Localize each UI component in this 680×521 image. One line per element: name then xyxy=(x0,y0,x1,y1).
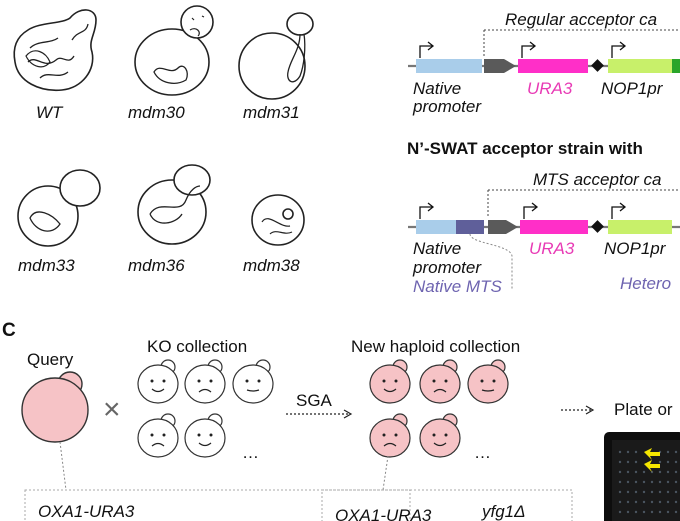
wt-cell-drawing xyxy=(13,9,97,92)
mid-ura3-box xyxy=(520,220,588,234)
mdm33-label: mdm33 xyxy=(18,256,75,275)
mdm38-label: mdm38 xyxy=(243,256,300,275)
haploid-cell-sad xyxy=(419,359,461,404)
panel-c-letter: C xyxy=(2,320,16,341)
mdm30-label: mdm30 xyxy=(128,103,185,122)
mts-acceptor-label: MTS acceptor ca xyxy=(533,170,662,189)
mdm30-cell-drawing xyxy=(134,5,214,96)
haploid-collection-cells xyxy=(369,359,509,458)
query-genotype-label: OXA1-URA3 xyxy=(38,502,135,521)
mid-promoter-arrow-icon xyxy=(419,206,432,219)
nswat-heading: N’-SWAT acceptor strain with xyxy=(407,139,643,158)
mdm31-cell-drawing xyxy=(238,12,314,100)
mid-native-label: Native xyxy=(413,239,461,258)
new-haploid-label: New haploid collection xyxy=(351,337,520,356)
hetero-label: Hetero xyxy=(620,274,671,293)
haploid-cell-neutral xyxy=(467,359,509,404)
mdm31-label: mdm31 xyxy=(243,103,300,122)
top-ura3-label: URA3 xyxy=(527,79,573,98)
native-mts-leader-line xyxy=(469,233,513,290)
top-native-label: Native xyxy=(413,79,461,98)
mid-nop1-arrow-icon xyxy=(611,206,624,219)
mdm36-cell-drawing xyxy=(137,164,211,245)
query-label: Query xyxy=(27,350,74,369)
plate-label: Plate or xyxy=(614,400,673,419)
sga-label: SGA xyxy=(296,391,333,410)
query-yeast-icon xyxy=(21,371,89,443)
mid-promoter-label: promoter xyxy=(412,258,482,277)
ko-cell-neutral xyxy=(232,359,274,404)
ko-collection-cells xyxy=(137,359,274,458)
cross-symbol: × xyxy=(103,393,121,426)
mdm36-label: mdm36 xyxy=(128,256,185,275)
mid-nop1-label: NOP1pr xyxy=(604,239,667,258)
mid-diamond xyxy=(591,220,604,233)
yfg1-label: yfg1Δ xyxy=(481,502,526,521)
mid-native-promoter-box xyxy=(416,220,456,234)
mid-native-mts-box xyxy=(456,220,484,234)
regular-acceptor-label: Regular acceptor ca xyxy=(505,10,657,29)
top-promoter-label: promoter xyxy=(412,97,482,116)
wt-label: WT xyxy=(36,103,64,122)
top-nop1-label: NOP1pr xyxy=(601,79,664,98)
mid-nop1-box xyxy=(608,220,672,234)
haploid-cell-sad-2 xyxy=(369,413,411,458)
haploid-leader-line xyxy=(382,455,389,491)
query-leader-line xyxy=(59,441,67,491)
top-promoter-arrow-icon xyxy=(419,45,432,58)
native-mts-label: Native MTS xyxy=(413,277,502,296)
haploid-cell-happy xyxy=(369,359,411,404)
mdm33-cell-drawing xyxy=(17,169,101,247)
top-ura3-box xyxy=(518,59,588,73)
top-nop1-arrow-icon xyxy=(611,45,624,58)
ko-cell-happy-2 xyxy=(184,413,226,458)
ko-cell-happy xyxy=(137,359,179,404)
top-diamond xyxy=(591,59,604,72)
top-arrow-shape xyxy=(484,59,516,73)
sga-arrowhead-icon xyxy=(343,409,353,419)
ko-collection-label: KO collection xyxy=(147,337,247,356)
top-ura3-arrow-icon xyxy=(521,45,534,58)
plate-arrowhead-icon xyxy=(585,405,595,415)
haploid-cell-happy-2 xyxy=(419,413,461,458)
mid-arrow-shape xyxy=(488,220,518,234)
mid-ura3-arrow-icon xyxy=(523,206,536,219)
query-genotype-box xyxy=(24,489,411,521)
top-native-promoter-box xyxy=(416,59,482,73)
mid-ura3-label: URA3 xyxy=(529,239,575,258)
top-nop1-box xyxy=(608,59,672,73)
mdm38-cell-drawing xyxy=(251,194,305,246)
ko-ellipsis: … xyxy=(242,443,259,462)
plate-highlight-arrow-icon xyxy=(644,448,660,472)
ko-cell-sad-2 xyxy=(137,413,179,458)
ko-cell-sad xyxy=(184,359,226,404)
haploid-genotype-box xyxy=(321,489,573,521)
haploid-ellipsis: … xyxy=(474,443,491,462)
haploid-genotype-label: OXA1-URA3 xyxy=(335,506,432,521)
plate-image xyxy=(604,432,680,521)
